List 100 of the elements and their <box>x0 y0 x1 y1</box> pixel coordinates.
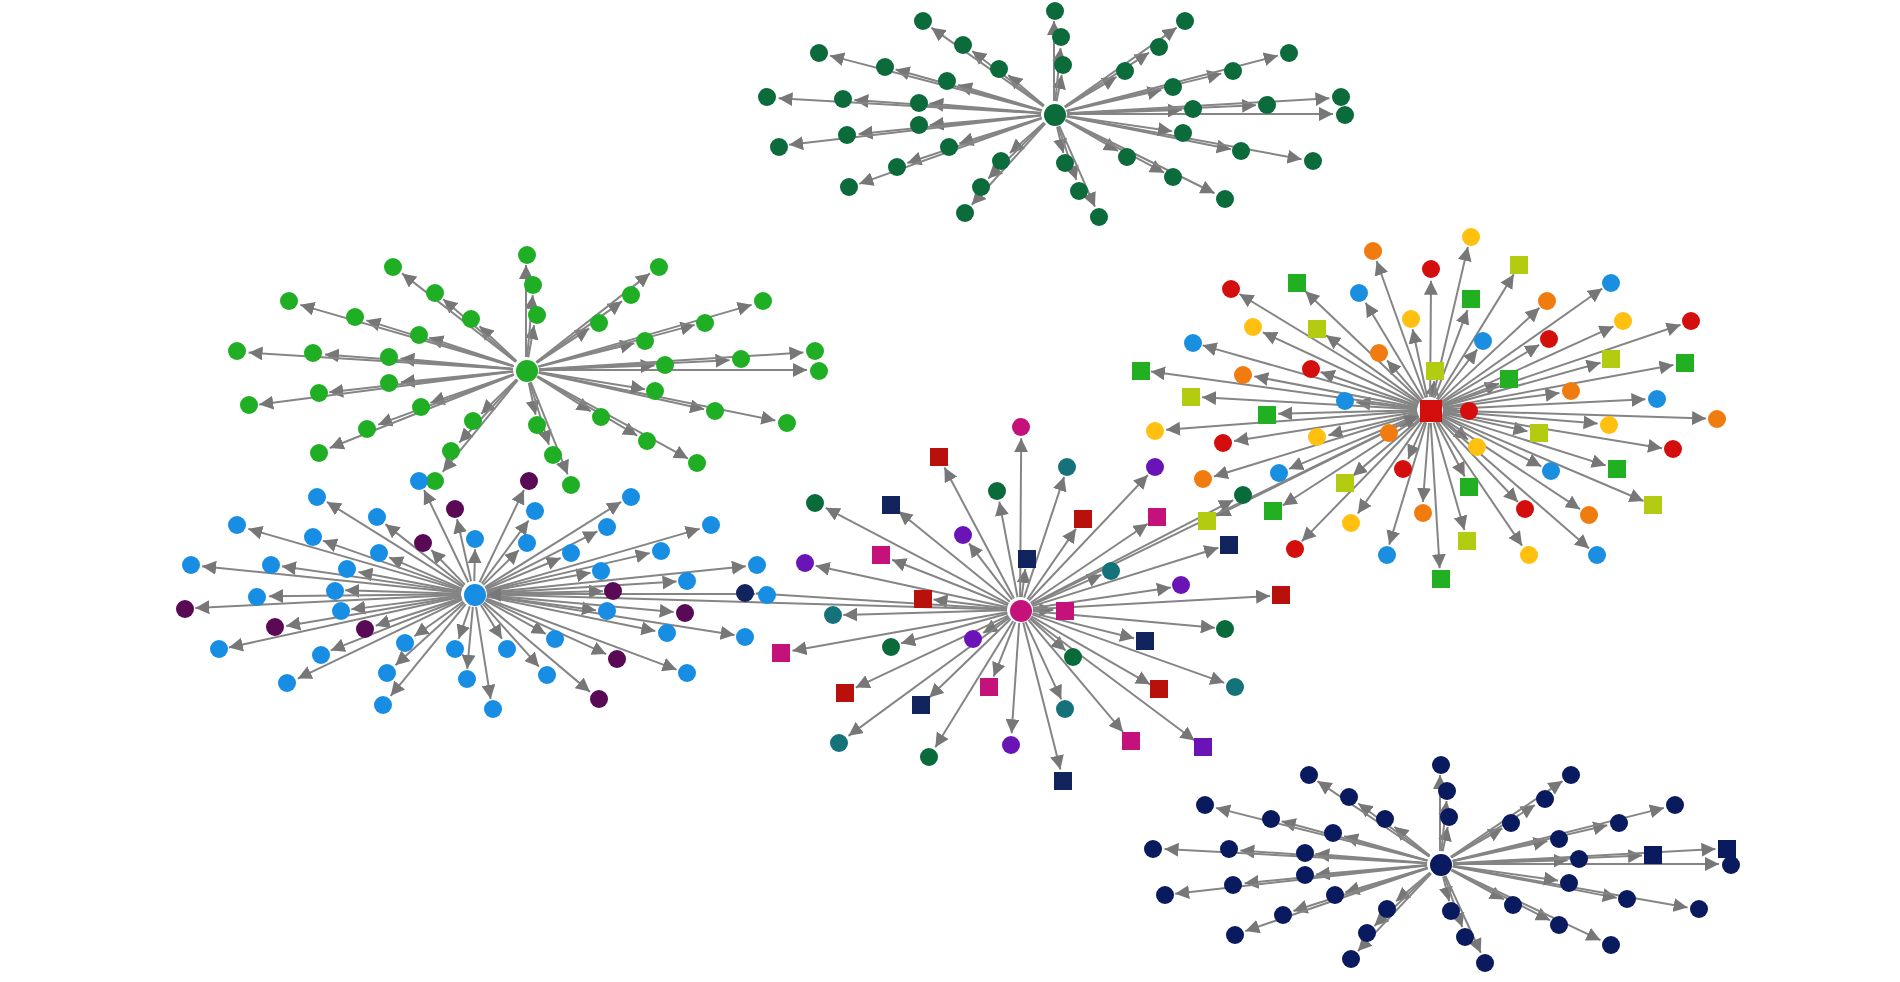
arrow <box>485 594 597 616</box>
square-node <box>913 589 932 608</box>
network-node <box>1118 147 1137 166</box>
network-node <box>325 581 344 599</box>
network-node <box>543 446 562 465</box>
network-node <box>1102 561 1121 580</box>
network-node <box>881 637 900 656</box>
arrow <box>1440 343 1541 405</box>
network-node <box>411 397 430 416</box>
network-node <box>591 408 610 427</box>
arrow <box>1031 612 1136 642</box>
network-node <box>1262 809 1280 828</box>
network-node <box>805 342 824 361</box>
network-node <box>1234 365 1253 384</box>
arrow <box>258 370 515 410</box>
arrow <box>1433 309 1470 399</box>
square-node <box>1288 274 1307 293</box>
arrow <box>1065 115 1232 154</box>
arrow <box>1429 422 1446 570</box>
arrow <box>485 526 701 592</box>
network-node <box>955 203 974 222</box>
network-node <box>1173 123 1192 142</box>
arrow <box>1030 573 1103 606</box>
arrow <box>537 346 805 371</box>
arrow <box>1439 875 1453 903</box>
arrow <box>1441 411 1664 453</box>
network-node <box>1609 813 1627 832</box>
arrow <box>227 595 463 652</box>
hub-node <box>1043 103 1065 125</box>
arrow <box>1031 610 1216 634</box>
network-node <box>1295 844 1314 863</box>
network-node <box>425 283 444 302</box>
arrow <box>1450 804 1536 859</box>
square-node <box>1135 631 1154 650</box>
arrow <box>1442 393 1647 411</box>
arrow <box>1438 417 1591 550</box>
network-node <box>1519 545 1538 564</box>
arrow <box>1386 359 1423 402</box>
arrow <box>480 378 518 415</box>
network-node <box>1342 513 1361 532</box>
network-node <box>526 502 545 521</box>
network-node <box>1550 916 1569 935</box>
network-node <box>1442 902 1461 921</box>
arrow <box>1281 416 1421 507</box>
arrow <box>525 381 540 416</box>
network-node <box>1647 389 1666 408</box>
network-node <box>466 529 485 548</box>
network-node <box>262 555 280 574</box>
arrow <box>930 26 1045 108</box>
network-node <box>909 93 928 112</box>
network-node <box>309 384 328 403</box>
arrow <box>1027 618 1124 733</box>
network-node <box>1580 506 1599 525</box>
square-node <box>872 546 891 565</box>
network-node <box>939 137 958 156</box>
network-node <box>1176 12 1195 31</box>
network-node <box>677 664 696 683</box>
arrow <box>891 558 1009 607</box>
arrow <box>365 317 515 368</box>
arrow <box>1292 866 1429 914</box>
arrow <box>1444 874 1482 954</box>
arrow <box>1452 842 1717 865</box>
network-node <box>1225 925 1244 944</box>
arrow <box>900 612 1009 647</box>
arrow <box>1441 412 1607 468</box>
network-node <box>356 620 375 639</box>
network-node <box>758 88 777 107</box>
arrow <box>1163 842 1428 865</box>
arrow <box>1437 348 1479 401</box>
arrow <box>897 510 1011 603</box>
square-node <box>1607 459 1626 478</box>
arrow <box>1408 328 1429 399</box>
arrow <box>1325 334 1421 404</box>
arrow <box>456 605 471 640</box>
network-node <box>810 43 829 62</box>
network-node <box>280 292 299 311</box>
network-node <box>310 443 329 461</box>
network-node <box>228 516 247 535</box>
arrow <box>1058 124 1096 208</box>
network-node <box>1214 433 1233 452</box>
arrow <box>475 605 496 700</box>
arrow <box>1451 821 1609 863</box>
arrow <box>1047 20 1061 102</box>
network-node <box>621 285 640 304</box>
network-node <box>636 331 654 350</box>
network-node <box>1224 875 1243 894</box>
network-node <box>696 313 715 332</box>
arrow <box>428 335 515 367</box>
arrow <box>467 548 482 582</box>
network-node <box>1601 935 1620 954</box>
arrow <box>777 92 1042 115</box>
arrow <box>485 560 747 594</box>
arrow <box>484 598 608 656</box>
arrow <box>1065 115 1303 164</box>
network-node <box>1363 241 1382 260</box>
square-node <box>1121 731 1140 750</box>
arrow <box>1029 616 1196 742</box>
square-node <box>912 696 931 715</box>
square-node <box>1194 738 1213 757</box>
arrow <box>479 604 503 640</box>
